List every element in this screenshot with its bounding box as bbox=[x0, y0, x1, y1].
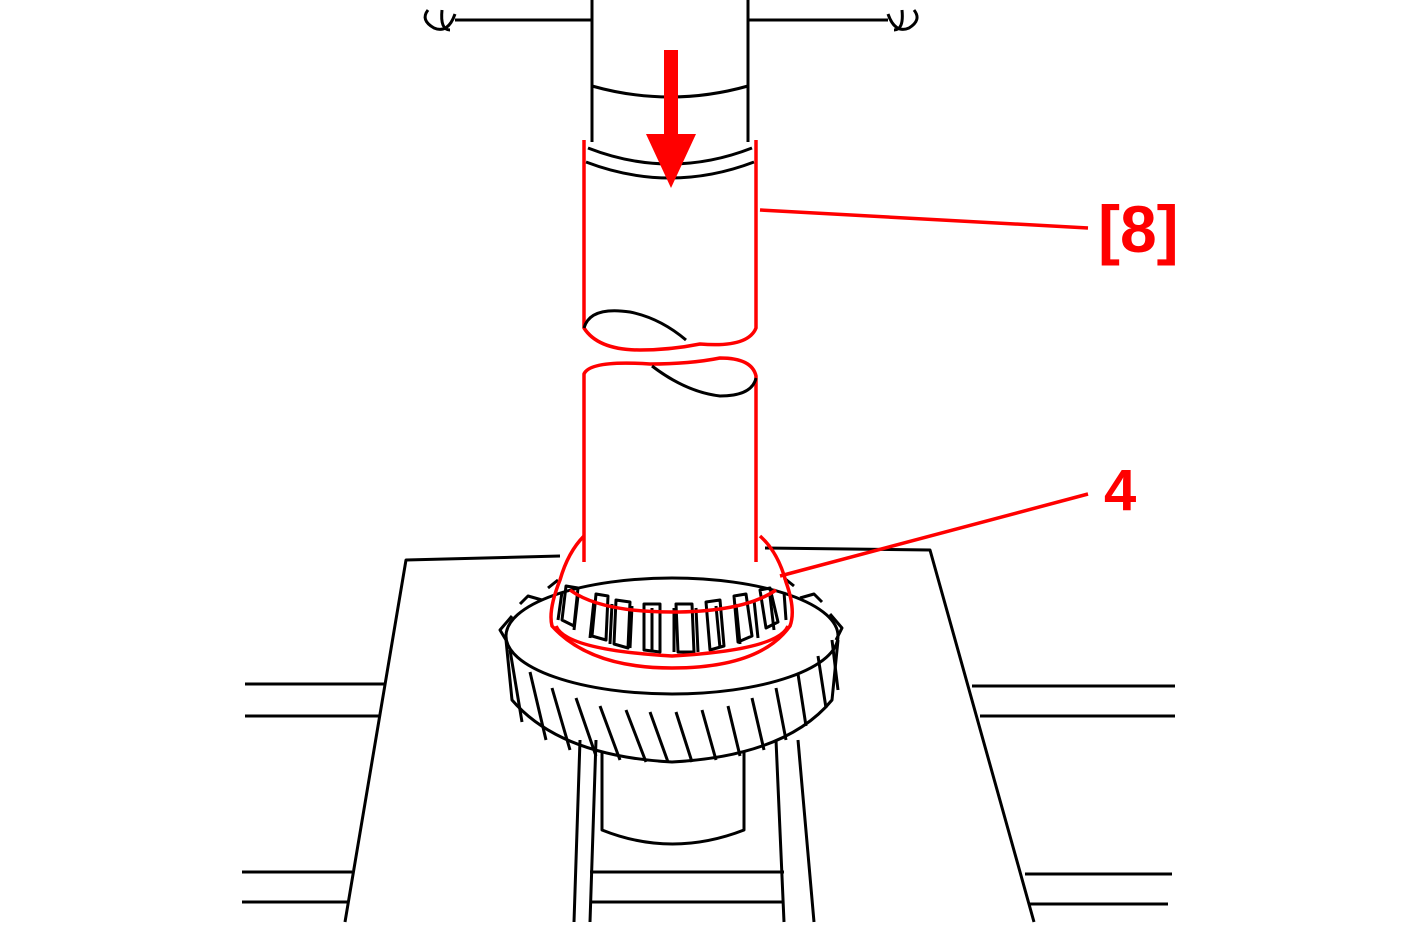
handle-right-grip bbox=[886, 9, 919, 32]
callout-tool: [8] bbox=[1098, 192, 1179, 266]
bearing-outline bbox=[549, 534, 794, 670]
press-direction-arrow-icon bbox=[646, 50, 696, 188]
ram-body bbox=[590, 0, 750, 142]
gear-teeth bbox=[498, 576, 844, 763]
support-frame bbox=[572, 739, 816, 923]
callout-bearing: 4 bbox=[1104, 458, 1137, 523]
tool-upper-break bbox=[582, 309, 687, 342]
handle-left-grip bbox=[423, 9, 457, 32]
tool-upper-segment bbox=[582, 140, 758, 352]
leader-bearing bbox=[779, 492, 1089, 578]
bed-plate-outline bbox=[343, 546, 1036, 923]
highlighted-parts bbox=[549, 140, 794, 670]
bearing-base-edge bbox=[554, 625, 790, 658]
bearing-inner-ring bbox=[568, 588, 777, 614]
lower-shaft bbox=[600, 752, 746, 846]
tool-lower-segment bbox=[582, 356, 758, 562]
leader-lines bbox=[759, 208, 1089, 578]
tool-lower-break bbox=[651, 364, 758, 398]
press-bed bbox=[242, 546, 1175, 923]
bearing-rollers bbox=[556, 584, 788, 654]
helical-gear bbox=[498, 576, 844, 764]
leader-tool bbox=[759, 208, 1089, 230]
